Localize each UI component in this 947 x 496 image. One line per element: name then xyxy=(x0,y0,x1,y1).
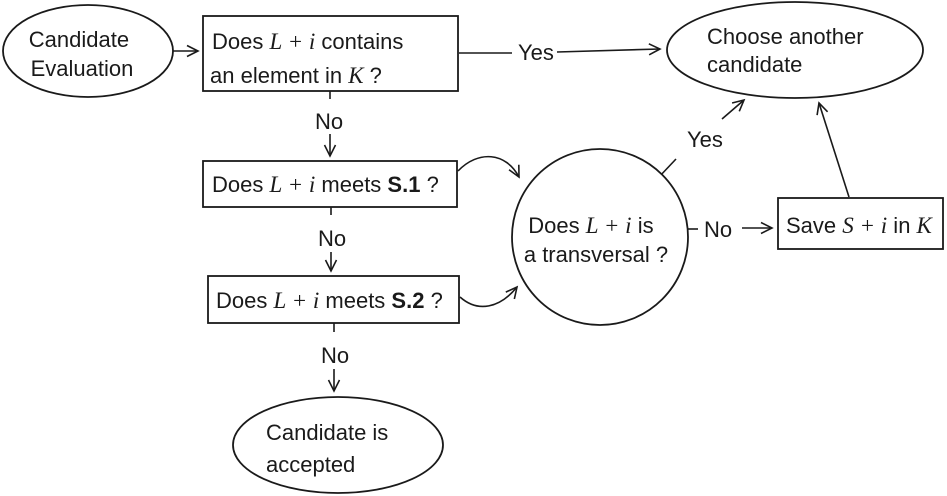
label-transversal-yes: Yes xyxy=(687,127,723,152)
s1-check-node: Does L + i meets S.1 ? xyxy=(202,160,458,208)
start-ellipse xyxy=(2,4,174,98)
transversal-check-circle xyxy=(511,148,689,326)
transversal-check-node: Does L + i is a transversal ? xyxy=(511,148,689,326)
label-contains-no: No xyxy=(315,109,343,134)
save-rect xyxy=(777,197,944,250)
edges-layer xyxy=(173,43,850,393)
start-node: Candidate Evaluation xyxy=(2,4,174,98)
edge-s2-to-transversal xyxy=(459,285,519,308)
contains-check-rect xyxy=(202,15,459,92)
contains-check-label: Does L + i contains an element in K ? xyxy=(210,29,409,88)
save-node: Save S + i in K xyxy=(777,197,944,250)
start-label: Candidate Evaluation xyxy=(29,27,135,81)
accepted-label: Candidate is accepted xyxy=(266,420,394,477)
choose-another-node: Choose another candidate xyxy=(666,1,924,99)
edge-s1-to-transversal xyxy=(457,155,520,179)
edge-labels-layer: Yes No No No Yes No xyxy=(315,40,732,368)
label-s2-no: No xyxy=(321,343,349,368)
label-contains-yes: Yes xyxy=(518,40,554,65)
edge-contains-yes-segment2 xyxy=(556,43,662,56)
save-label: Save S + i in K xyxy=(786,213,934,238)
accepted-node: Candidate is accepted xyxy=(232,396,444,494)
edge-transversal-yes-segment2 xyxy=(721,98,746,120)
choose-another-label: Choose another candidate xyxy=(707,24,870,77)
contains-check-node: Does L + i contains an element in K ? xyxy=(202,15,459,92)
accepted-ellipse xyxy=(232,396,444,494)
label-s1-no: No xyxy=(318,226,346,251)
s1-check-rect xyxy=(202,160,458,208)
choose-another-ellipse xyxy=(666,1,924,99)
s2-check-node: Does L + i meets S.2 ? xyxy=(207,275,460,324)
transversal-check-label: Does L + i is a transversal ? xyxy=(524,213,668,267)
s2-check-rect xyxy=(207,275,460,324)
s2-check-label: Does L + i meets S.2 ? xyxy=(216,288,443,313)
edge-save-to-choose xyxy=(816,101,850,198)
label-transversal-no: No xyxy=(704,217,732,242)
s1-check-label: Does L + i meets S.1 ? xyxy=(212,172,439,197)
